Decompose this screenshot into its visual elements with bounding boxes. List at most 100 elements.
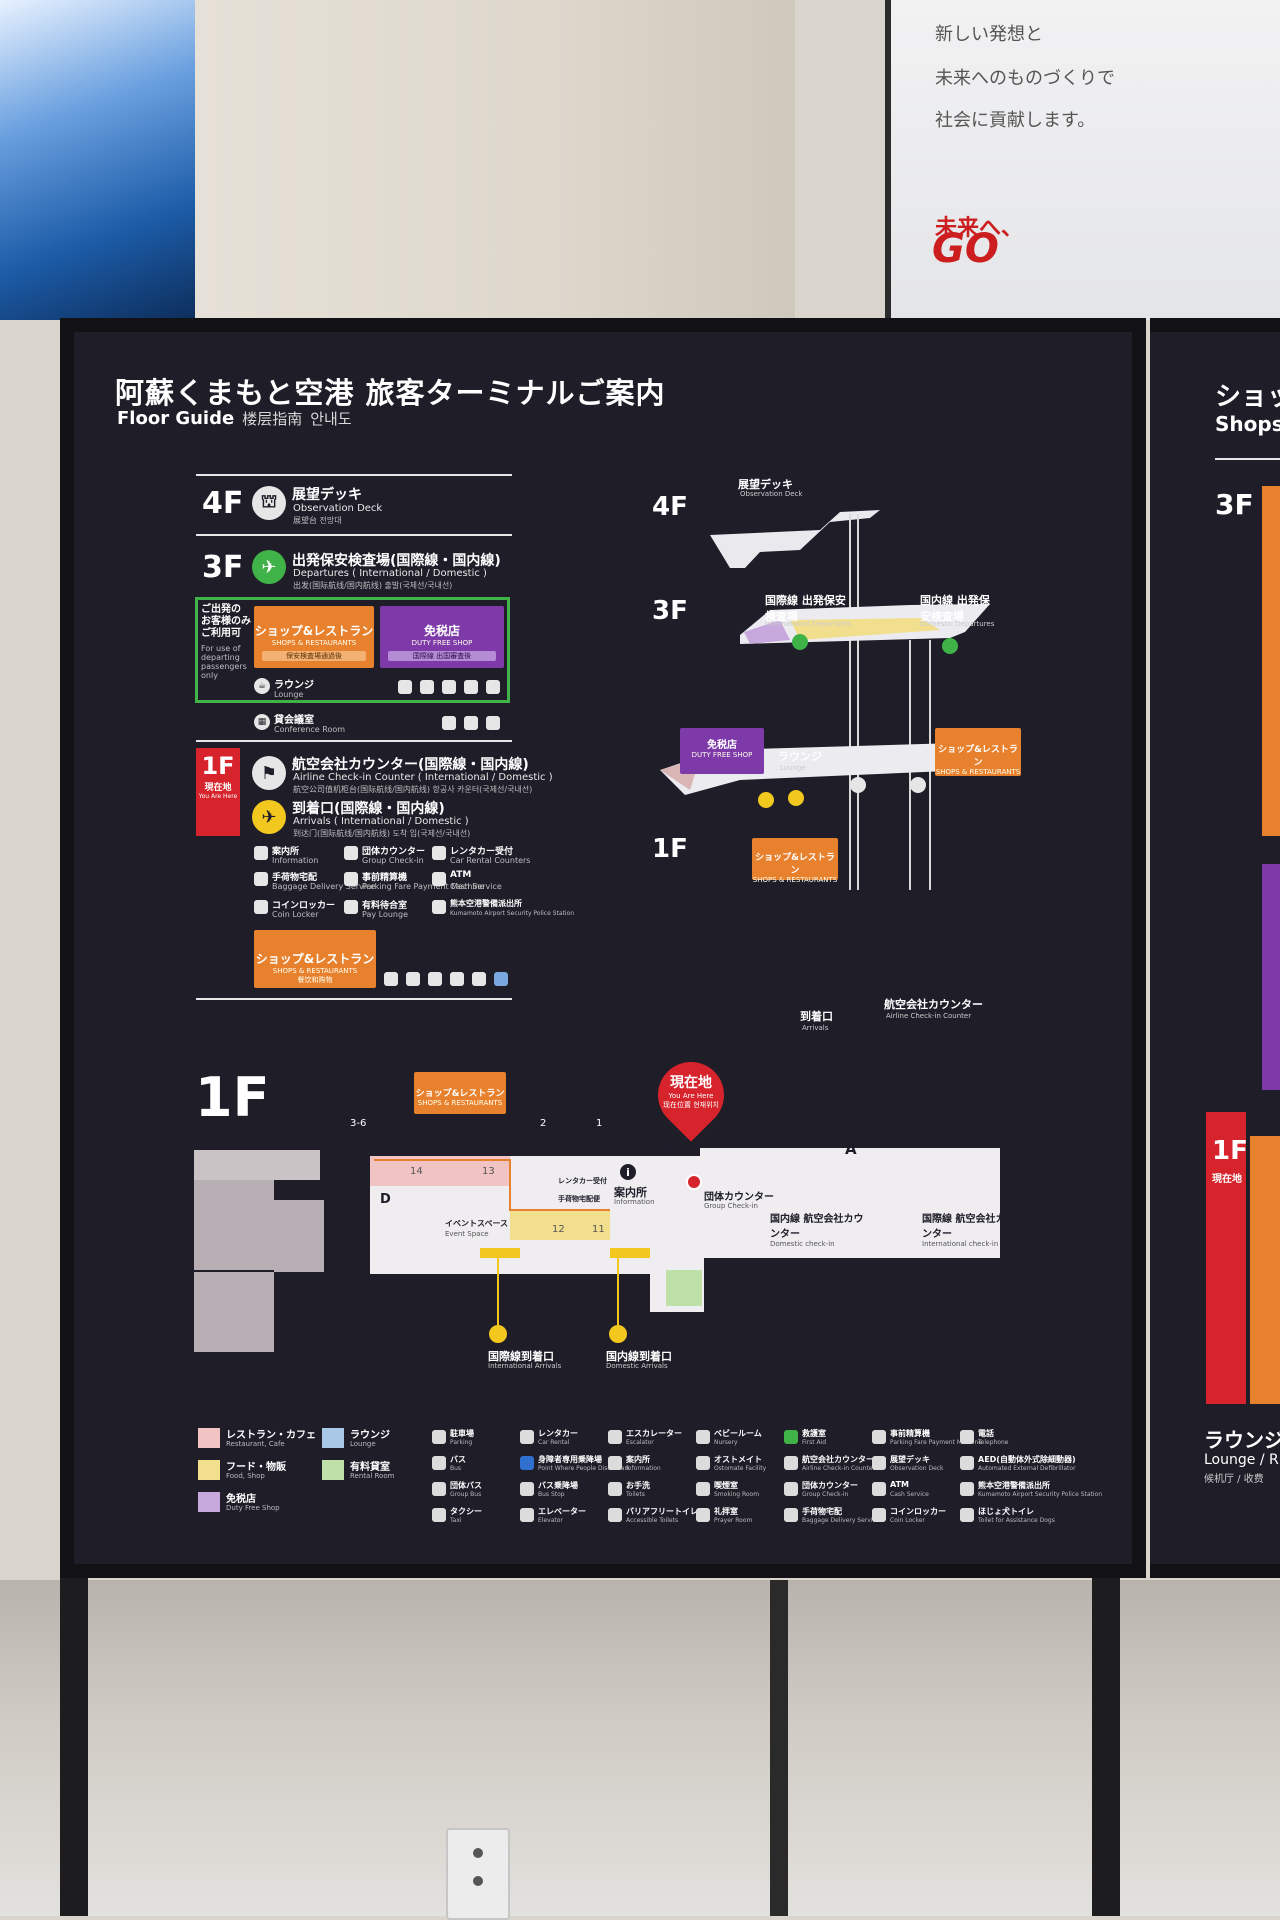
- legend-symbol-jp: ベビールーム: [714, 1429, 762, 1438]
- legend-symbol-en: Elevator: [538, 1517, 563, 1524]
- iso-dom-dep-en: Domestic Departures: [920, 620, 995, 628]
- service-en: Parking Fare Payment Machine: [362, 882, 485, 891]
- dom-counter-en: Domestic check-in: [770, 1240, 835, 1248]
- you-are-here-label: 現在地 You Are Here 现在位置 현재위치: [656, 1072, 726, 1110]
- legend-area-jp: 免税店: [226, 1494, 256, 1505]
- legend-symbol-en: Parking: [450, 1439, 473, 1446]
- food-shop-area: [510, 1210, 610, 1240]
- shop-jp: ショップ&レストラン: [254, 624, 374, 638]
- legend-symbol-en: Escalator: [626, 1439, 654, 1446]
- deck-name-en: Observation Deck: [293, 503, 383, 514]
- parking-block: [194, 1150, 320, 1180]
- service-jp: 熊本空港警備派出所: [450, 899, 522, 908]
- service-jp: 事前精算機: [362, 873, 408, 883]
- legend-symbol-en: Automated External Defibrillator: [978, 1465, 1076, 1472]
- service-jp: 団体カウンター: [362, 847, 426, 857]
- legend-symbol-jp: ATM: [890, 1480, 909, 1489]
- atm-icon: [432, 872, 446, 886]
- legend-symbol-en: First Aid: [802, 1439, 827, 1446]
- service-en: Information: [272, 856, 319, 865]
- legend-symbol-jp: 身障者専用乗降場: [538, 1455, 602, 1464]
- legend-symbol-en: Point Where People Disembark: [538, 1465, 631, 1472]
- legend-symbol-icon: [696, 1482, 710, 1496]
- dom-arrival-exit: [610, 1248, 650, 1258]
- poster-go-logo: GO: [932, 226, 999, 272]
- legend-symbol-en: Parking Fare Payment Machine: [890, 1439, 982, 1446]
- rental-label: レンタカー受付: [558, 1177, 607, 1185]
- legend-symbol-en: Airline Check-in Counter: [802, 1465, 875, 1472]
- legend-symbol-jp: AED(自動体外式除細動器): [978, 1455, 1076, 1464]
- power-outlet: [446, 1828, 510, 1920]
- legend-symbol-icon: [608, 1456, 622, 1470]
- iso-arrivals-jp: 到着口: [800, 1010, 833, 1023]
- legend-symbol-jp: 喫煙室: [714, 1481, 738, 1490]
- gate-c: C: [525, 1140, 537, 1158]
- gate-a: A: [845, 1140, 857, 1158]
- poster-slogan: 未来へ、: [935, 216, 1024, 241]
- lounge-icon: ☕: [254, 678, 270, 694]
- legend-swatch-restaurant: [198, 1428, 220, 1448]
- legend-symbol-jp: 駐車場: [450, 1429, 474, 1438]
- legend-symbol-jp: 手荷物宅配: [802, 1507, 842, 1516]
- departures-name-sub: 出发(国际航线/国内航线) 출발(국제선/국내선): [293, 581, 453, 590]
- duty-jp: 免税店: [423, 624, 460, 638]
- nursery-icon: [442, 680, 456, 694]
- departing-notice-jp: ご出発の お客様のみ ご利用可: [201, 604, 251, 639]
- you-are-here-1f: 1F 現在地 You Are Here: [196, 748, 240, 836]
- duty-sub: 国際線 出国審査後: [388, 651, 496, 661]
- ostomate-icon: [464, 680, 478, 694]
- legend-symbol-icon: [696, 1508, 710, 1522]
- dom-counter-jp: 国内線 航空会社カウンター: [770, 1214, 864, 1240]
- legend-symbol-en: Nursery: [714, 1439, 738, 1446]
- dom-arrivals-jp: 国内線到着口: [606, 1350, 672, 1363]
- bus-stop-label: 3-6: [350, 1118, 367, 1129]
- legend-swatch-duty-free: [198, 1492, 220, 1512]
- legend-symbol-jp: 電話: [978, 1429, 994, 1438]
- car-rental-icon: [432, 846, 446, 860]
- iso-shop-3f: ショップ&レストラン SHOPS & RESTAURANTS: [935, 728, 1021, 776]
- iso-deck-jp: 展望デッキ: [738, 478, 793, 491]
- iso-checkin-en: Airline Check-in Counter: [886, 1012, 972, 1020]
- legend-symbol-icon: [960, 1482, 974, 1496]
- legend-symbol-icon: [872, 1456, 886, 1470]
- duty-free-block: 免税店 DUTY FREE SHOP 国際線 出国審査後: [380, 606, 504, 668]
- checkin-marker: [910, 777, 926, 793]
- divider: [196, 474, 512, 476]
- intl-arrival-exit: [480, 1248, 520, 1258]
- toilet-icon: [398, 680, 412, 694]
- legend-symbol-jp: 礼拝室: [714, 1507, 738, 1516]
- toilet-icon: [442, 716, 456, 730]
- legend-symbol-jp: 熊本空港警備派出所: [978, 1481, 1050, 1490]
- baggage-icon: [254, 872, 268, 886]
- iso-shop-jp: ショップ&レストラン: [755, 853, 835, 876]
- iso-checkin-jp: 航空会社カウンター: [884, 998, 983, 1011]
- conference-jp: 貸会議室: [274, 715, 314, 726]
- gate-d: D: [380, 1192, 391, 1207]
- shop-restaurant-block: ショップ&レストラン SHOPS & RESTAURANTS 保安検査場通過後: [254, 606, 374, 668]
- legend-symbol-jp: バス乗降場: [538, 1481, 578, 1490]
- shop-en: SHOPS & RESTAURANTS: [272, 967, 358, 975]
- legend-symbol-jp: ほじょ犬トイレ: [978, 1507, 1034, 1516]
- service-en: Coin Locker: [272, 910, 319, 919]
- shop-sub: 餐饮和购物: [297, 976, 333, 984]
- group-checkin-icon: [344, 846, 358, 860]
- iso-deck-en: Observation Deck: [740, 490, 803, 498]
- legend-symbol-icon: [520, 1456, 534, 1470]
- legend-symbol-icon: [872, 1430, 886, 1444]
- legend-symbol-en: Group Bus: [450, 1491, 482, 1498]
- service-en: Baggage Delivery Service: [272, 882, 376, 891]
- legend-symbol-icon: [872, 1482, 886, 1496]
- legend-symbol-icon: [520, 1482, 534, 1496]
- departures-icon: ✈: [252, 550, 286, 584]
- legend-swatch-food: [198, 1460, 220, 1480]
- legend-symbol-jp: エスカレーター: [626, 1429, 682, 1438]
- deck-shape: [710, 510, 880, 568]
- legend-area-en: Duty Free Shop: [226, 1504, 280, 1512]
- right-panel-here-band: [1206, 1112, 1246, 1404]
- pay-lounge-icon: [344, 900, 358, 914]
- legend-symbol-en: Taxi: [450, 1517, 462, 1524]
- plan-floor-label: 1F: [195, 1066, 270, 1129]
- checkin-counter-icon: ⚑: [252, 756, 286, 790]
- info-jp: 案内所: [614, 1186, 647, 1199]
